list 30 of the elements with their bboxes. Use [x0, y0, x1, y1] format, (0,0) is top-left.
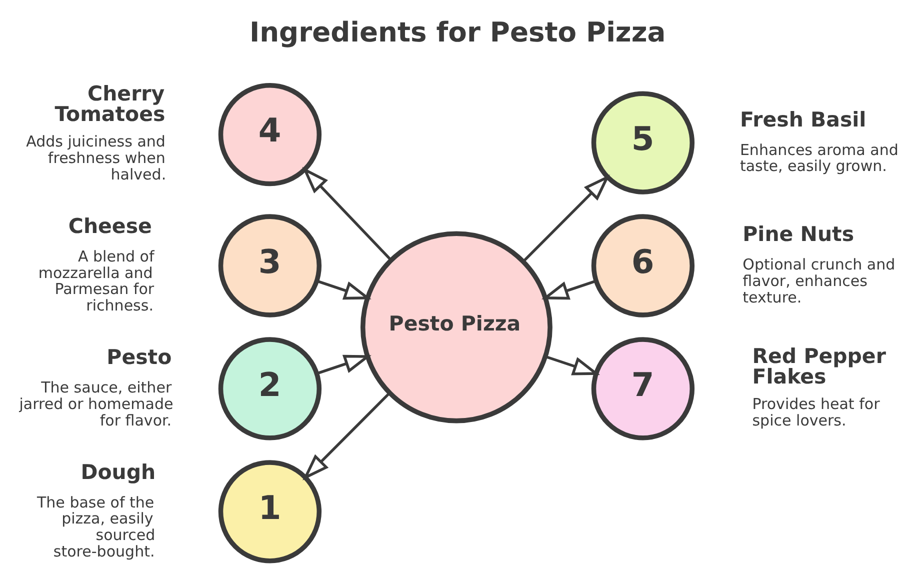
node-label: Cheese	[68, 214, 152, 238]
node-circle: 4	[218, 83, 322, 186]
arrow	[302, 392, 390, 480]
node-label: Provides heat for spice lovers.	[752, 394, 880, 430]
node-circle: 3	[218, 214, 322, 318]
node-label: Pesto	[106, 345, 172, 370]
node-label: Pine Nuts	[742, 222, 854, 246]
node-label: Dough	[80, 460, 156, 484]
node-label: Fresh Basil	[739, 107, 866, 132]
node-label: Optional crunch and flavor, enhances texture.	[742, 256, 895, 306]
node-circle: 1	[218, 460, 322, 564]
node-label: Cherry Tomatoes	[54, 81, 165, 126]
node-circle: 7	[590, 337, 694, 440]
arrow	[544, 355, 600, 376]
arrow	[302, 166, 392, 262]
node-label: The base of the pizza, easily sourced store-bought.	[36, 493, 155, 560]
node-label: A blend of mozzarella and Parmesan for richness.	[38, 247, 154, 315]
diagram-title: Ingredients for Pesto Pizza	[248, 18, 666, 49]
arrow	[316, 354, 371, 375]
node-label: Red Pepper Flakes	[752, 344, 886, 388]
arrow	[540, 280, 596, 300]
node-circle: 5	[590, 91, 694, 194]
node-circle: Pesto Pizza	[360, 231, 552, 424]
arrow	[316, 280, 371, 300]
node-label: Enhances aroma and taste, easily grown.	[739, 140, 898, 176]
arrow	[522, 174, 610, 262]
node-circle: 6	[590, 214, 694, 318]
node-circle: 2	[218, 337, 322, 440]
node-label: The sauce, either jarred or homemade for flavor.	[18, 378, 173, 430]
node-label: Adds juiciness and freshness when halved.	[26, 132, 166, 184]
